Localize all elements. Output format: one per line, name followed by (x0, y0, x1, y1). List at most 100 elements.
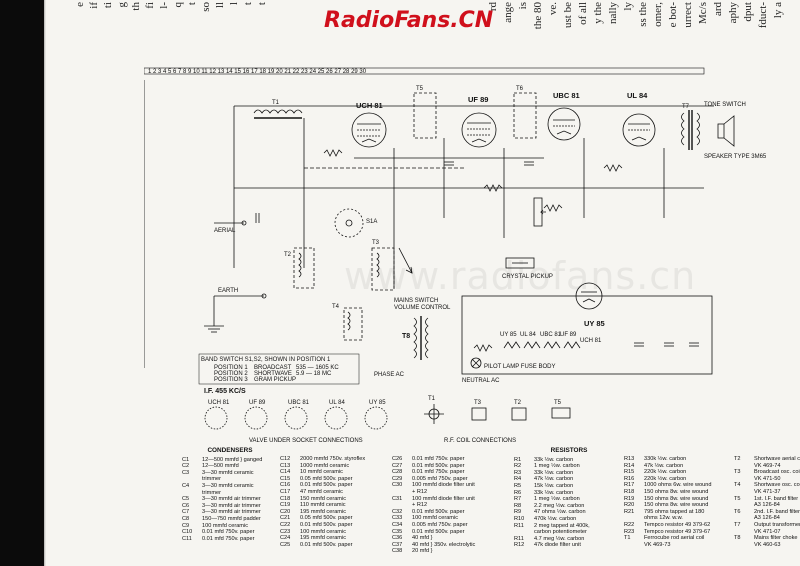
part-description: 33k ½w. carbon (534, 469, 574, 476)
part-ref: R20 (624, 502, 635, 509)
part-ref: C14 (280, 469, 291, 476)
heater-label-5: UCH 81 (580, 338, 602, 344)
part-description: 12—500 mmfd } ganged (202, 456, 263, 463)
part-ref: C4 (182, 482, 190, 489)
valve-connections-caption: VALVE UNDER SOCKET CONNECTIONS (249, 438, 363, 444)
part-ref: C16 (280, 482, 291, 489)
t1-coil (253, 109, 303, 119)
part-description: 150 ohms 8w. wire wound (644, 495, 709, 502)
part-ref: R21 (624, 508, 635, 515)
part-ref: R16 (624, 475, 635, 482)
part-description: 1 meg ½w. carbon (534, 496, 580, 503)
electrolytic-c38 (689, 342, 699, 347)
resistor-row: VK 469-73 (624, 542, 742, 549)
part-ref: R18 (624, 488, 635, 495)
socket-label-uy85: UY 85 (369, 400, 386, 406)
label-aerial: AERIAL (214, 228, 236, 234)
scan-black-edge (0, 0, 44, 566)
right-column-fragment: the 80 (532, 2, 544, 30)
part-ref: R2 (514, 463, 522, 470)
part-description: 47k ½w. carbon (644, 462, 684, 469)
tube-ul84 (622, 113, 656, 147)
tube-label-ul84: UL 84 (627, 91, 648, 100)
part-description: VK 469-74 (754, 462, 781, 469)
switch-range-1: 535 — 1605 KC (296, 365, 339, 371)
tube-label-uf89: UF 89 (468, 95, 488, 104)
part-ref: R12 (514, 542, 525, 549)
part-description: 150 ohms 8w. wire wound (644, 502, 709, 509)
part-description: Shortwave osc. coil (754, 482, 800, 489)
right-column-fragment: dput (742, 2, 754, 22)
heater-label-4: UF 89 (560, 332, 577, 338)
transformer-row: VK 469-74 (734, 463, 800, 470)
part-description: 0.005 mfd 750v. paper (412, 521, 468, 528)
resistor-r10 (543, 204, 563, 212)
gang-capacitor (398, 247, 413, 274)
part-description: 1 meg ½w. carbon (534, 463, 580, 470)
part-description: 15k ½w. carbon (534, 482, 574, 489)
part-description: 100 mmfd diode filter unit (412, 495, 475, 502)
resistor-row: carbon potentiometer (514, 529, 624, 536)
part-description: 0.005 mfd 750v. paper (412, 475, 468, 482)
top-scale-text: 1 2 3 4 5 6 7 8 9 10 11 12 13 14 15 16 1… (148, 69, 367, 75)
part-description: 795 ohms tapped at 180 (644, 508, 705, 515)
part-description: 0.01 mfd 500v. paper (300, 482, 353, 489)
part-description: 330k ½w. carbon (644, 456, 687, 462)
part-description: 47k diode filter unit (534, 542, 581, 549)
part-ref: C2 (182, 463, 190, 470)
part-description: 2.2 meg ½w. carbon (534, 502, 585, 509)
tube-label-ubc81: UBC 81 (553, 91, 580, 100)
tube-uch81 (351, 112, 387, 148)
part-description: trimmer (202, 489, 221, 496)
part-description: 470k ½w. carbon (534, 515, 577, 522)
label-mains-switch: MAINS SWITCH (394, 298, 438, 304)
part-ref: C12 (280, 456, 291, 462)
part-description: 3—30 mmfd ceramic (202, 482, 254, 489)
part-ref: C1 (182, 456, 190, 463)
part-description: 12—500 mmfd (202, 463, 239, 470)
coil-t2 (293, 247, 315, 289)
switch-band-1: BROADCAST (254, 365, 292, 371)
part-description: A3 126-84 (754, 515, 780, 522)
left-column-fragment: so (200, 2, 212, 12)
part-description: 0.01 mfd 500v. paper (412, 508, 465, 515)
part-description: 3—30 mmfd air trimmer (202, 509, 261, 516)
right-column-fragment: nally (607, 2, 619, 24)
top-scale-bar (144, 67, 705, 75)
label-volume-control: VOLUME CONTROL (394, 305, 451, 311)
part-description: 47 mmfd ceramic (300, 488, 343, 495)
label-pilot-lamp: PILOT LAMP FUSE BODY (484, 364, 555, 370)
part-ref: T5 (734, 495, 741, 502)
part-description: 33k ½w. carbon (534, 489, 574, 496)
socket-label-uf89: UF 89 (249, 400, 266, 406)
band-switch-wafer (334, 208, 364, 238)
right-column-fragment: Mc/s (697, 2, 709, 24)
condenser-row: trimmer (182, 490, 278, 497)
tube-uf89 (461, 112, 497, 148)
